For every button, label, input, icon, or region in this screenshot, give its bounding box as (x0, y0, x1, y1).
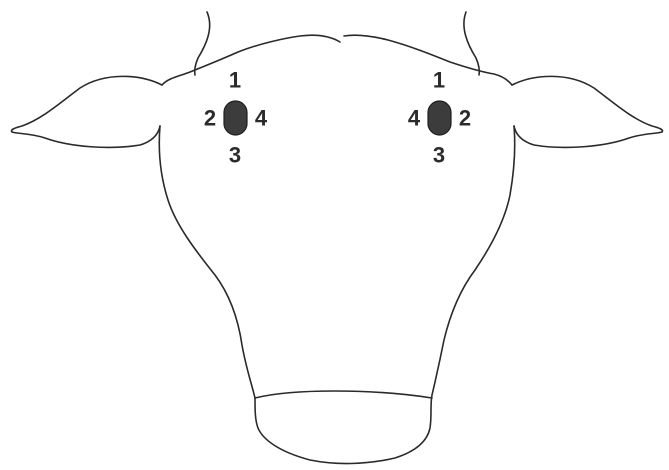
left-ear (11, 76, 162, 147)
right-site-marker (428, 101, 451, 135)
right-site-label-right: 2 (459, 106, 471, 131)
right-injection-site: 1 4 3 2 (408, 68, 471, 168)
left-site-label-top: 1 (229, 68, 241, 93)
right-site-label-top: 1 (433, 68, 445, 93)
poll-right (344, 35, 512, 85)
right-horn (464, 12, 479, 75)
right-site-label-bottom: 3 (433, 143, 445, 168)
right-site-label-left: 4 (408, 106, 421, 131)
left-site-marker (224, 101, 247, 135)
poll-left (162, 35, 340, 85)
right-ear (512, 76, 663, 147)
left-site-label-bottom: 3 (229, 143, 241, 168)
muzzle-line (255, 391, 432, 398)
left-injection-site: 1 2 3 4 (204, 68, 268, 168)
left-site-label-left: 2 (204, 106, 216, 131)
left-site-label-right: 4 (255, 106, 268, 131)
face-outline (159, 126, 515, 464)
